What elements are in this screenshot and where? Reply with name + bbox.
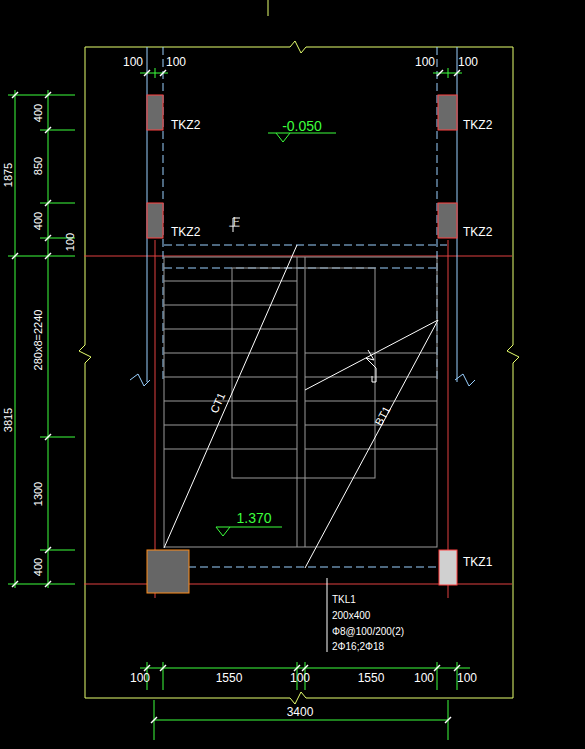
member-tag: TKZ2 [462,119,493,131]
dimension-ticks [12,70,460,723]
dimension-text: 100 [414,56,436,68]
dimension-text: 100 [289,672,311,684]
slab-outline [79,0,519,704]
dimension-text: 1875 [3,162,14,188]
dimension-text: 3400 [286,706,315,718]
dimension-text: 850 [33,156,44,176]
dimension-text: 1.370 [235,511,272,525]
dimension-text: 上 [228,217,241,228]
beam-note: Φ8@100/200(2) [331,627,405,637]
dimension-text: 1550 [357,672,386,684]
stair-treads [164,257,437,547]
beam-note: TKL1 [331,595,357,605]
member-tag: TKZ1 [462,556,493,568]
beam-note: 200x400 [331,611,371,621]
dimension-text: 100 [457,56,479,68]
member-tag: TKZ2 [170,226,201,238]
dimension-text: 100 [122,56,144,68]
dimension-text: 100 [413,672,435,684]
dimension-text: -0.050 [281,119,323,133]
dimension-text: 100 [65,232,76,252]
dimension-lines [8,68,470,740]
columns [147,95,457,593]
dimension-text: 400 [33,557,44,577]
beam-note: 2Φ16;2Φ18 [331,642,385,652]
elevation-marks [216,133,336,536]
flight-lines [164,218,438,652]
wall-lines [130,47,475,567]
dimension-text: 280x8=2240 [33,309,44,372]
dimension-text: 1550 [215,672,244,684]
member-tag: TKZ2 [170,119,201,131]
dimension-text: 400 [33,211,44,231]
dimension-text: CT1 [208,390,227,415]
axis-lines [84,240,512,598]
dimension-text: 400 [33,103,44,123]
member-tag: TKZ2 [462,226,493,238]
dimension-text: 3815 [3,407,14,433]
dimension-text: 1300 [33,481,44,507]
dimension-text: 100 [129,672,151,684]
dimension-text: 100 [165,56,187,68]
dimension-text: 100 [456,672,478,684]
